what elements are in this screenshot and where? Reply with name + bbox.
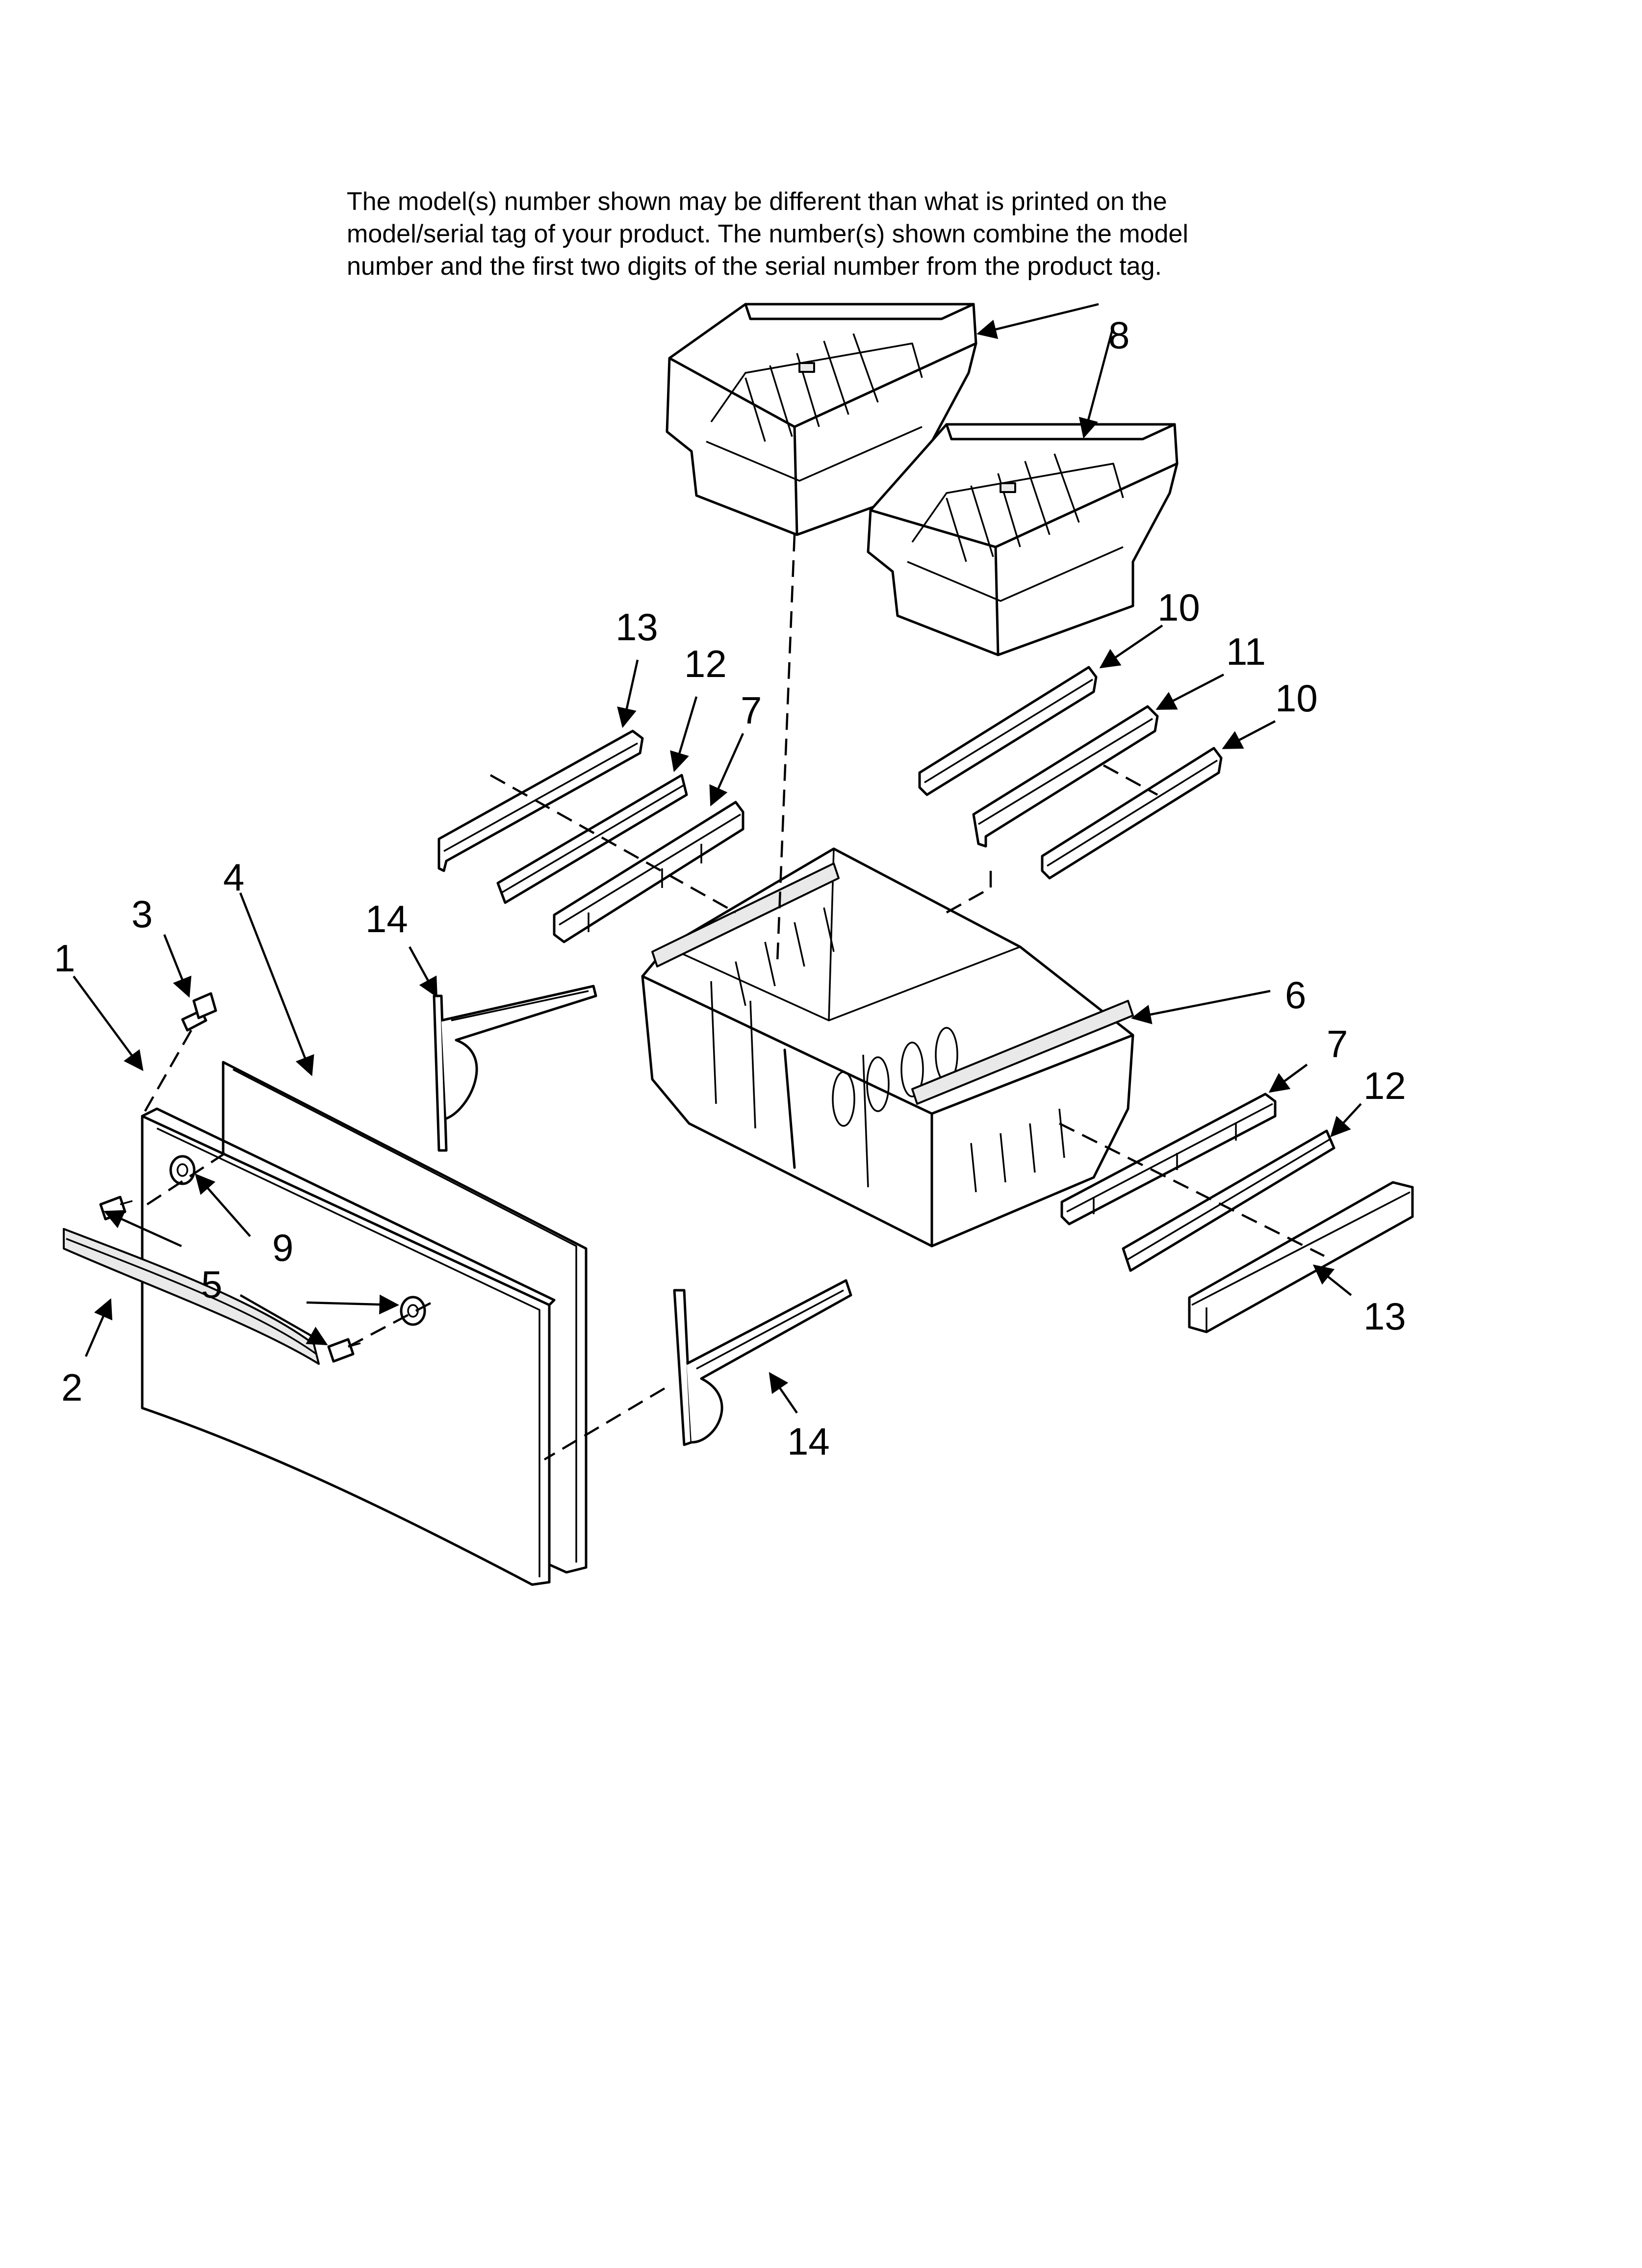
callout-3: 3	[131, 892, 153, 936]
part-12-lower-rail	[1122, 1129, 1335, 1272]
callout-13-lower: 13	[1363, 1295, 1406, 1338]
notice-line-1: The model(s) number shown may be differe…	[347, 187, 1167, 216]
callout-10-lower: 10	[1275, 677, 1318, 720]
part-9-grommet-upper	[169, 1155, 196, 1185]
part-13-upper-rail-cover	[437, 730, 644, 872]
callout-10-upper: 10	[1157, 586, 1200, 629]
callout-1: 1	[54, 937, 75, 980]
leader-arrows	[73, 303, 1362, 1414]
part-7-lower-slide	[1060, 1093, 1277, 1225]
part-12-upper-rail	[496, 774, 688, 904]
part-8-upper-basket-right	[867, 423, 1179, 656]
alignment-lines	[141, 534, 1325, 1460]
callout-12-lower: 12	[1363, 1064, 1406, 1107]
callout-4: 4	[223, 856, 244, 899]
part-2-door-handle	[63, 1228, 320, 1365]
callout-13-upper: 13	[616, 605, 658, 649]
callout-12-upper: 12	[684, 642, 727, 685]
part-7-upper-slide-left	[553, 801, 744, 943]
part-14-bracket-upper	[433, 985, 597, 1152]
callout-14-lower: 14	[787, 1420, 830, 1463]
callout-5: 5	[201, 1263, 222, 1306]
part-6-drawer-bin	[641, 847, 1134, 1248]
part-5-screw-lower	[327, 1338, 361, 1363]
notice-line-3: number and the first two digits of the s…	[347, 252, 1162, 281]
part-14-bracket-lower	[673, 1279, 852, 1446]
notice-line-2: model/serial tag of your product. The nu…	[347, 220, 1188, 248]
callout-labels: 8 10 11 10 13 12 7 14 3 4 1 6 7 12 9 5 1…	[54, 313, 1406, 1463]
part-11-upper-slide	[972, 705, 1159, 848]
callout-11: 11	[1226, 630, 1266, 673]
callout-9: 9	[272, 1226, 293, 1269]
callout-8: 8	[1108, 313, 1129, 357]
part-10-upper-slide-b	[1041, 747, 1223, 880]
part-9-grommet-lower	[400, 1296, 426, 1326]
callout-6: 6	[1285, 973, 1306, 1017]
part-10-upper-slide-a	[918, 666, 1098, 796]
callout-2: 2	[61, 1366, 82, 1409]
model-number-notice: The model(s) number shown may be differe…	[347, 185, 1426, 283]
callout-7-lower: 7	[1327, 1022, 1348, 1066]
callout-7-upper: 7	[741, 689, 762, 732]
part-13-lower-rail-cover	[1188, 1181, 1414, 1333]
callout-14-upper: 14	[365, 897, 408, 940]
part-3-screw	[181, 992, 217, 1032]
